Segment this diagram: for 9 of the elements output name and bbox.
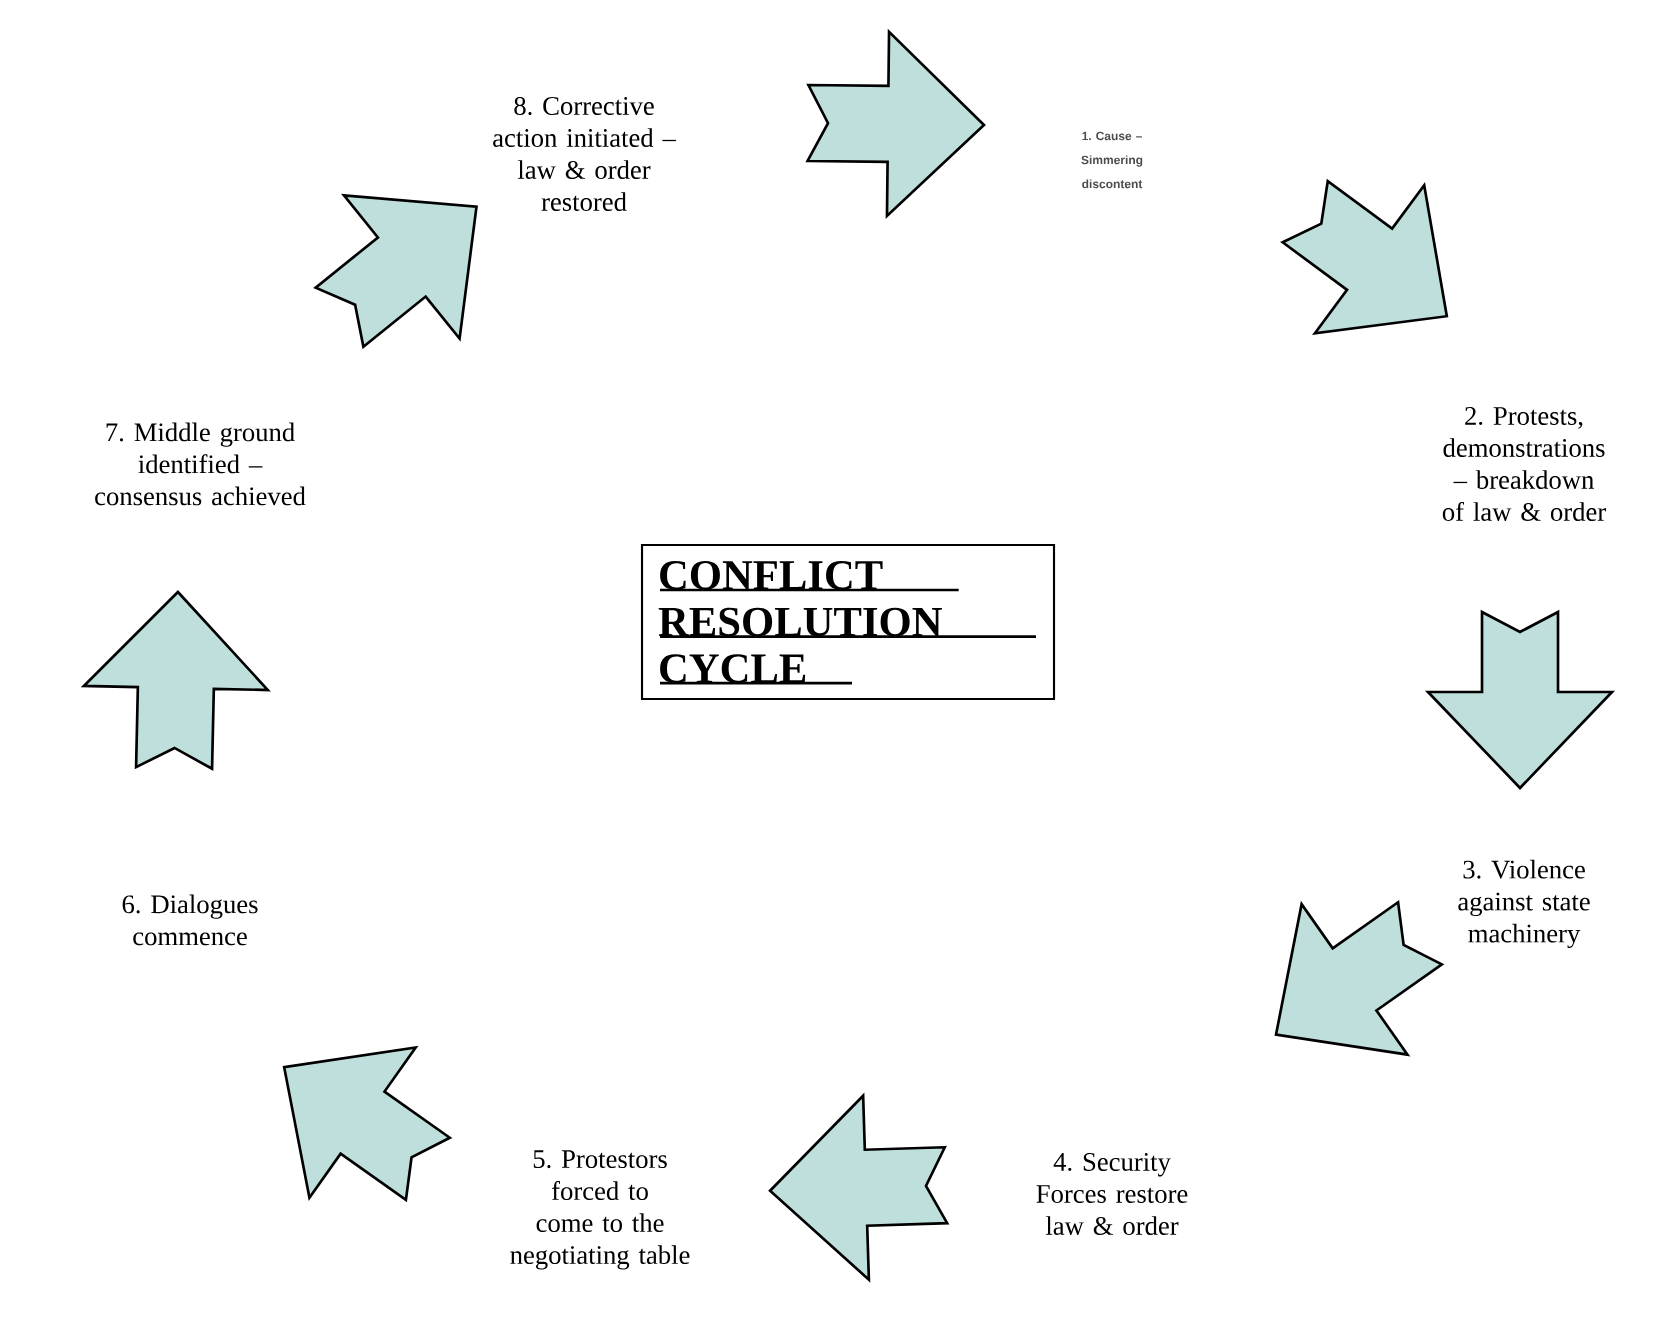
stage-label: 3. Violence against state machinery bbox=[1458, 859, 1590, 949]
block-arrow bbox=[1424, 609, 1616, 790]
stage-label: 4. Security Forces restore law & order bbox=[1036, 1153, 1188, 1235]
stage-label: 7. Middle ground identified – consensus achieved bbox=[95, 422, 306, 506]
stage-label: 6. Dialogues commence bbox=[122, 894, 258, 946]
stage-label: 5. Protestors forced to come to the negotiating table bbox=[510, 1150, 690, 1270]
block-arrow bbox=[768, 1092, 950, 1283]
stage-label: 2. Protests, demonstrations – breakdown of law & order bbox=[1442, 407, 1606, 521]
stage-label: 8. Corrective action initiated – law & order restored bbox=[493, 97, 677, 211]
